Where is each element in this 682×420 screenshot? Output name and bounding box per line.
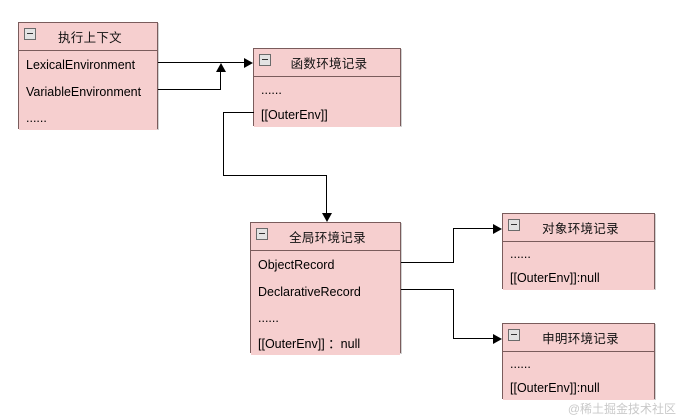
connector-function-outerenv-down-2 — [326, 175, 327, 213]
box-execution-context[interactable]: 执行上下文 LexicalEnvironment VariableEnviron… — [18, 22, 158, 130]
row-outerenv-global-env[interactable]: [[OuterEnv]] ：null — [251, 330, 400, 355]
row-label-variable-environment: VariableEnvironment — [26, 84, 142, 99]
box-header-function-env-record: 函数环境记录 — [254, 49, 400, 77]
box-function-env-record[interactable]: 函数环境记录 ...... [[OuterEnv]] — [253, 48, 401, 127]
box-title-global-env-record: 全局环境记录 — [289, 231, 366, 245]
box-title-declarative-env-record: 申明环境记录 — [542, 332, 619, 346]
arrowhead-variableenv-to-function-record — [216, 63, 226, 72]
row-label-ellipsis-declarative-env: ...... — [510, 357, 531, 371]
row-ellipsis-execution-context: ...... — [19, 105, 157, 130]
row-ellipsis-global-env: ...... — [251, 305, 400, 330]
box-header-declarative-env-record: 申明环境记录 — [503, 324, 654, 352]
arrowhead-function-outerenv-to-global-record — [322, 213, 332, 222]
collapse-minus-icon[interactable] — [256, 228, 268, 240]
row-variable-environment[interactable]: VariableEnvironment — [19, 78, 157, 105]
collapse-minus-icon[interactable] — [259, 54, 271, 66]
connector-variableenv-horizontal — [158, 89, 220, 90]
box-header-object-env-record: 对象环境记录 — [503, 214, 654, 242]
row-label-object-record: ObjectRecord — [258, 257, 335, 272]
row-label-ellipsis-object-env: ...... — [510, 247, 531, 261]
box-object-env-record[interactable]: 对象环境记录 ...... [[OuterEnv]]:null — [502, 213, 655, 290]
row-ellipsis-function-env: ...... — [254, 77, 400, 102]
box-title-execution-context: 执行上下文 — [57, 31, 122, 45]
row-label-ellipsis-function-env: ...... — [261, 82, 282, 97]
row-label-declarative-record: DeclarativeRecord — [258, 284, 361, 299]
box-body-function-env-record: ...... [[OuterEnv]] — [254, 77, 400, 127]
connector-function-outerenv-down-1 — [223, 112, 224, 175]
row-lexical-environment[interactable]: LexicalEnvironment — [19, 51, 157, 78]
row-outerenv-object-env[interactable]: [[OuterEnv]]:null — [503, 266, 654, 290]
box-header-global-env-record: 全局环境记录 — [251, 223, 400, 251]
row-label-ellipsis-execution-context: ...... — [26, 110, 47, 125]
connector-function-outerenv-left — [223, 112, 254, 113]
collapse-minus-icon[interactable] — [24, 28, 36, 40]
connector-declarativerecord-right-2 — [453, 338, 494, 339]
box-body-object-env-record: ...... [[OuterEnv]]:null — [503, 242, 654, 290]
arrowhead-declarativerecord-to-declarative-record — [493, 334, 502, 344]
connector-declarativerecord-right-1 — [401, 289, 453, 290]
row-label-outerenv-function-env: [[OuterEnv]] — [261, 107, 328, 122]
row-outerenv-function-env[interactable]: [[OuterEnv]] — [254, 102, 400, 127]
connector-objectrecord-right-1 — [401, 262, 453, 263]
box-body-declarative-env-record: ...... [[OuterEnv]]:null — [503, 352, 654, 400]
arrowhead-lexicalenv-to-function-record — [244, 58, 253, 68]
connector-objectrecord-right-2 — [453, 228, 494, 229]
row-outerenv-declarative-env[interactable]: [[OuterEnv]]:null — [503, 376, 654, 400]
collapse-minus-icon[interactable] — [508, 329, 520, 341]
connector-objectrecord-up — [453, 228, 454, 263]
connector-function-outerenv-right — [223, 175, 326, 176]
box-title-object-env-record: 对象环境记录 — [542, 222, 619, 236]
arrowhead-objectrecord-to-object-record — [493, 224, 502, 234]
box-body-global-env-record: ObjectRecord DeclarativeRecord ...... [[… — [251, 251, 400, 355]
row-label-outerenv-global-env: [[OuterEnv]] ：null — [258, 337, 361, 351]
box-title-function-env-record: 函数环境记录 — [290, 57, 368, 71]
row-object-record[interactable]: ObjectRecord — [251, 251, 400, 278]
row-label-outerenv-object-env: [[OuterEnv]]:null — [510, 271, 600, 285]
connector-lexicalenv-to-function-record — [158, 62, 245, 63]
box-global-env-record[interactable]: 全局环境记录 ObjectRecord DeclarativeRecord ..… — [250, 222, 401, 355]
row-declarative-record[interactable]: DeclarativeRecord — [251, 278, 400, 305]
collapse-minus-icon[interactable] — [508, 219, 520, 231]
watermark: @稀土掘金技术社区 — [567, 402, 676, 416]
connector-declarativerecord-down — [453, 289, 454, 338]
box-body-execution-context: LexicalEnvironment VariableEnvironment .… — [19, 51, 157, 130]
box-declarative-env-record[interactable]: 申明环境记录 ...... [[OuterEnv]]:null — [502, 323, 655, 400]
row-label-outerenv-declarative-env: [[OuterEnv]]:null — [510, 381, 600, 395]
box-header-execution-context: 执行上下文 — [19, 23, 157, 51]
row-label-lexical-environment: LexicalEnvironment — [26, 57, 136, 72]
row-ellipsis-declarative-env: ...... — [503, 352, 654, 376]
connector-variableenv-vertical — [220, 72, 221, 90]
row-ellipsis-object-env: ...... — [503, 242, 654, 266]
row-label-ellipsis-global-env: ...... — [258, 310, 279, 325]
